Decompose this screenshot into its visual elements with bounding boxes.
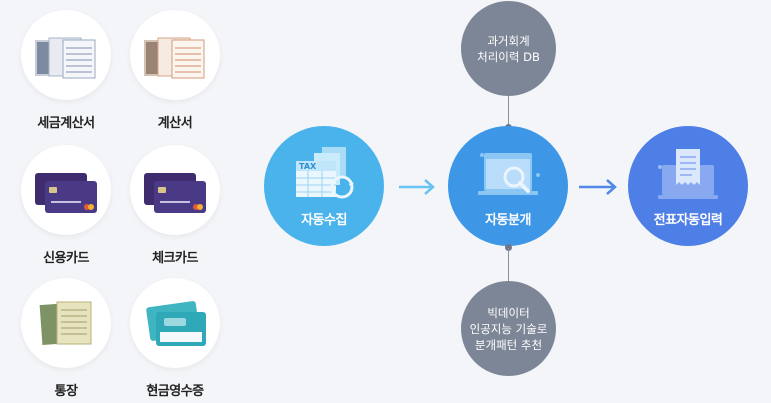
magnifier-screen-icon [478, 152, 540, 195]
bankbook-icon [21, 278, 111, 368]
connector-line [508, 96, 509, 127]
source-label: 신용카드 [43, 251, 89, 266]
invoice-icon [130, 10, 220, 100]
credit-card-icon [21, 145, 111, 235]
source-credit-card: 신용카드 [21, 145, 111, 266]
source-tax-invoice: 세금계산서 [21, 10, 111, 131]
note-line: 과거회계 [487, 33, 530, 48]
source-label: 세금계산서 [37, 116, 95, 131]
cash-receipt-icon [130, 278, 220, 368]
source-check-card: 체크카드 [130, 145, 220, 266]
source-label: 통장 [54, 384, 78, 399]
auto-classify-step: 자동분개 [448, 126, 568, 246]
source-invoice: 계산서 [130, 10, 220, 131]
source-label: 현금영수증 [146, 384, 204, 399]
source-label: 체크카드 [152, 251, 198, 266]
source-cash-receipt: 현금영수증 [130, 278, 220, 399]
source-label: 계산서 [157, 116, 193, 131]
source-bankbook: 통장 [21, 278, 111, 399]
receipt-screen-icon [658, 148, 718, 199]
history-db-note: 과거회계 처리이력 DB [461, 1, 556, 96]
check-card-icon [130, 145, 220, 235]
arrow-right-icon [399, 179, 435, 195]
tax-invoice-icon [21, 10, 111, 100]
tax-document-icon: TAX [296, 146, 354, 198]
ai-recommend-note: 빅데이터 인공지능 기술로 분개패턴 추천 [461, 281, 556, 376]
step-label: 자동수집 [301, 212, 347, 228]
connector-line [508, 248, 509, 282]
connector-dot [505, 244, 512, 251]
note-line: 분개패턴 추천 [474, 337, 543, 352]
auto-entry-step: 전표자동입력 [628, 126, 748, 246]
auto-collect-step: TAX 자동수집 [264, 126, 384, 246]
note-line: 처리이력 DB [477, 49, 540, 64]
note-line: 빅데이터 [487, 305, 530, 320]
step-label: 전표자동입력 [653, 212, 723, 228]
step-label: 자동분개 [485, 212, 531, 228]
svg-text:TAX: TAX [299, 162, 317, 171]
note-line: 인공지능 기술로 [469, 321, 548, 336]
arrow-right-icon [579, 179, 617, 195]
